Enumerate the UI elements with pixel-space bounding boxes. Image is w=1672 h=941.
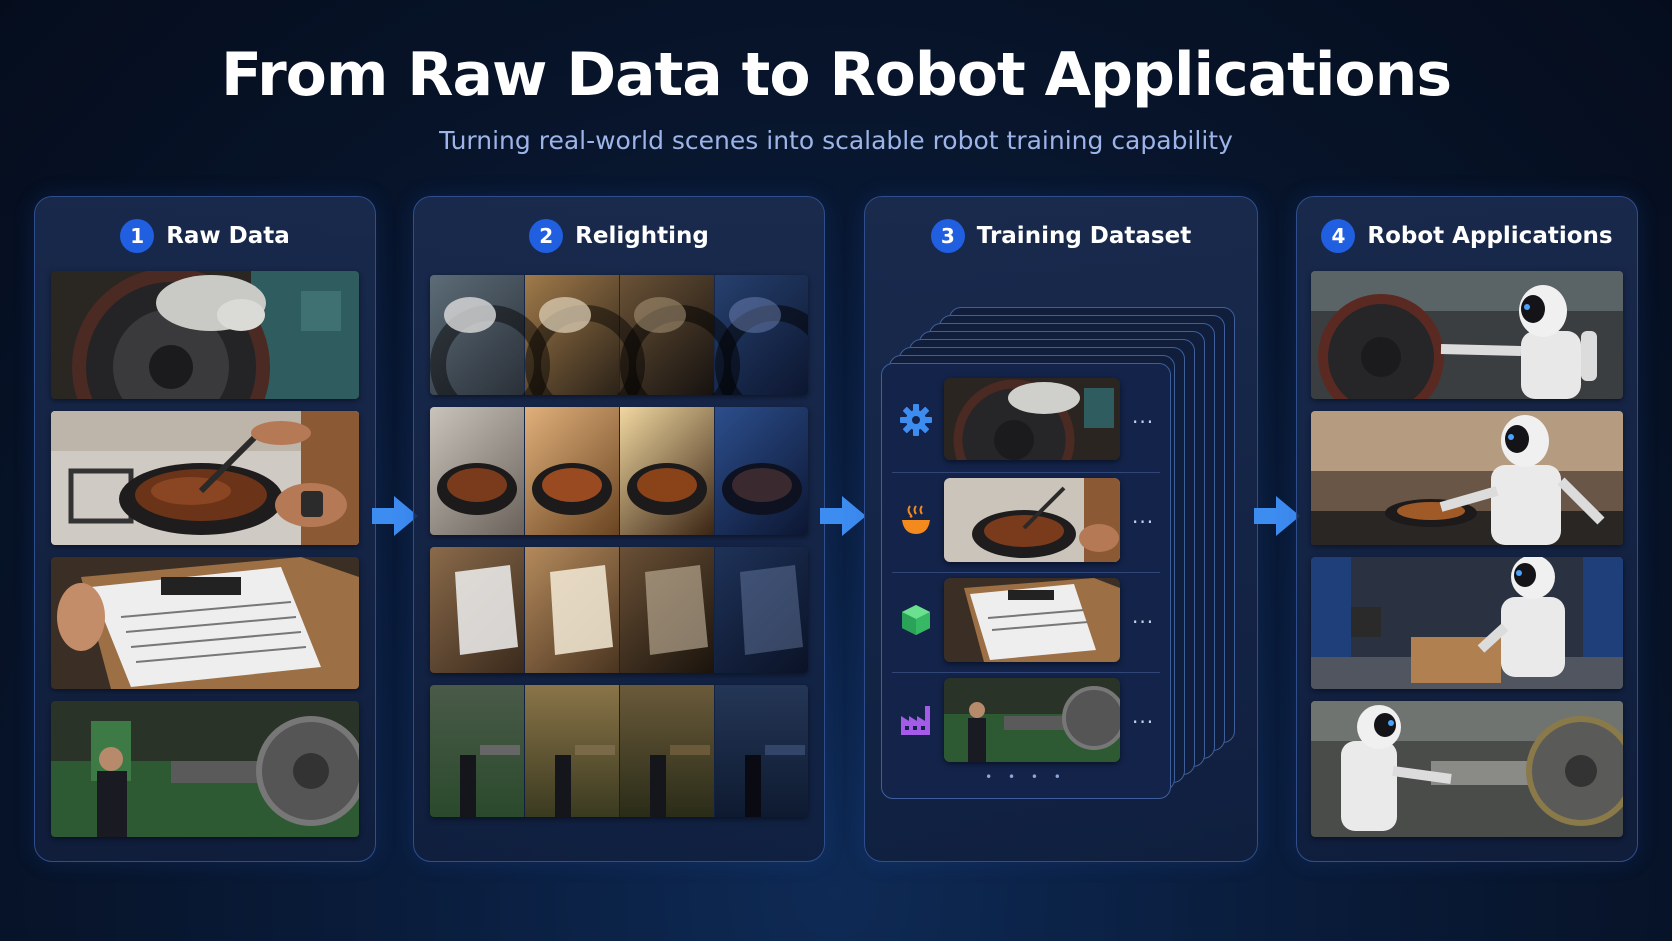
dataset-thumb-machining	[944, 378, 1120, 460]
step-number-badge: 3	[930, 219, 965, 253]
robot-image-machining	[1311, 271, 1623, 399]
relight-strip-factory	[430, 685, 808, 817]
more-indicator: ...	[1132, 704, 1155, 728]
panel-relighting: 2 Relighting	[413, 196, 825, 862]
panel-header: 3 Training Dataset	[865, 219, 1257, 253]
relight-strip-cooking	[430, 407, 808, 535]
robot-image-package	[1311, 557, 1623, 689]
panel-robot-applications: 4 Robot Applications	[1296, 196, 1638, 862]
robot-image-factory	[1311, 701, 1623, 837]
step-number-badge: 4	[1321, 219, 1356, 253]
relight-strip-package	[430, 547, 808, 673]
panel-title: Raw Data	[166, 223, 290, 249]
panel-header: 4 Robot Applications	[1297, 219, 1637, 253]
food-bowl-icon	[902, 505, 930, 534]
factory-icon	[901, 706, 930, 735]
pager-dots: • • • •	[985, 770, 1067, 784]
raw-image-machining	[51, 271, 359, 399]
page-subtitle: Turning real-world scenes into scalable …	[439, 126, 1233, 155]
raw-image-cooking	[51, 411, 359, 545]
gear-icon	[900, 404, 932, 436]
arrow-right-icon	[820, 496, 866, 536]
dataset-row: ...	[882, 476, 1170, 566]
dataset-thumb-factory	[944, 678, 1120, 762]
arrow-right-icon	[372, 496, 418, 536]
more-indicator: ...	[1132, 404, 1155, 428]
arrow-right-icon	[1254, 496, 1300, 536]
page-title: From Raw Data to Robot Applications	[220, 40, 1452, 110]
panel-training-dataset: 3 Training Dataset	[864, 196, 1258, 862]
relight-strip-machining	[430, 275, 808, 395]
panel-title: Training Dataset	[976, 223, 1192, 249]
panel-header: 1 Raw Data	[35, 219, 375, 253]
divider	[892, 572, 1160, 573]
divider	[892, 472, 1160, 473]
panel-header: 2 Relighting	[414, 219, 824, 253]
more-indicator: ...	[1132, 604, 1155, 628]
dataset-row: ...	[882, 376, 1170, 466]
step-number-badge: 1	[120, 219, 155, 253]
raw-image-factory	[51, 701, 359, 837]
panel-title: Relighting	[575, 223, 709, 249]
panel-title: Robot Applications	[1367, 223, 1613, 249]
dataset-thumb-cooking	[944, 478, 1120, 562]
dataset-card-front: ... ...	[881, 363, 1171, 799]
dataset-row: ...	[882, 676, 1170, 766]
divider	[892, 672, 1160, 673]
more-indicator: ...	[1132, 504, 1155, 528]
panel-raw-data: 1 Raw Data	[34, 196, 376, 862]
dataset-row: ...	[882, 576, 1170, 666]
package-icon	[902, 605, 930, 635]
step-number-badge: 2	[529, 219, 564, 253]
robot-image-cooking	[1311, 411, 1623, 545]
raw-image-package	[51, 557, 359, 689]
dataset-thumb-package	[944, 578, 1120, 662]
